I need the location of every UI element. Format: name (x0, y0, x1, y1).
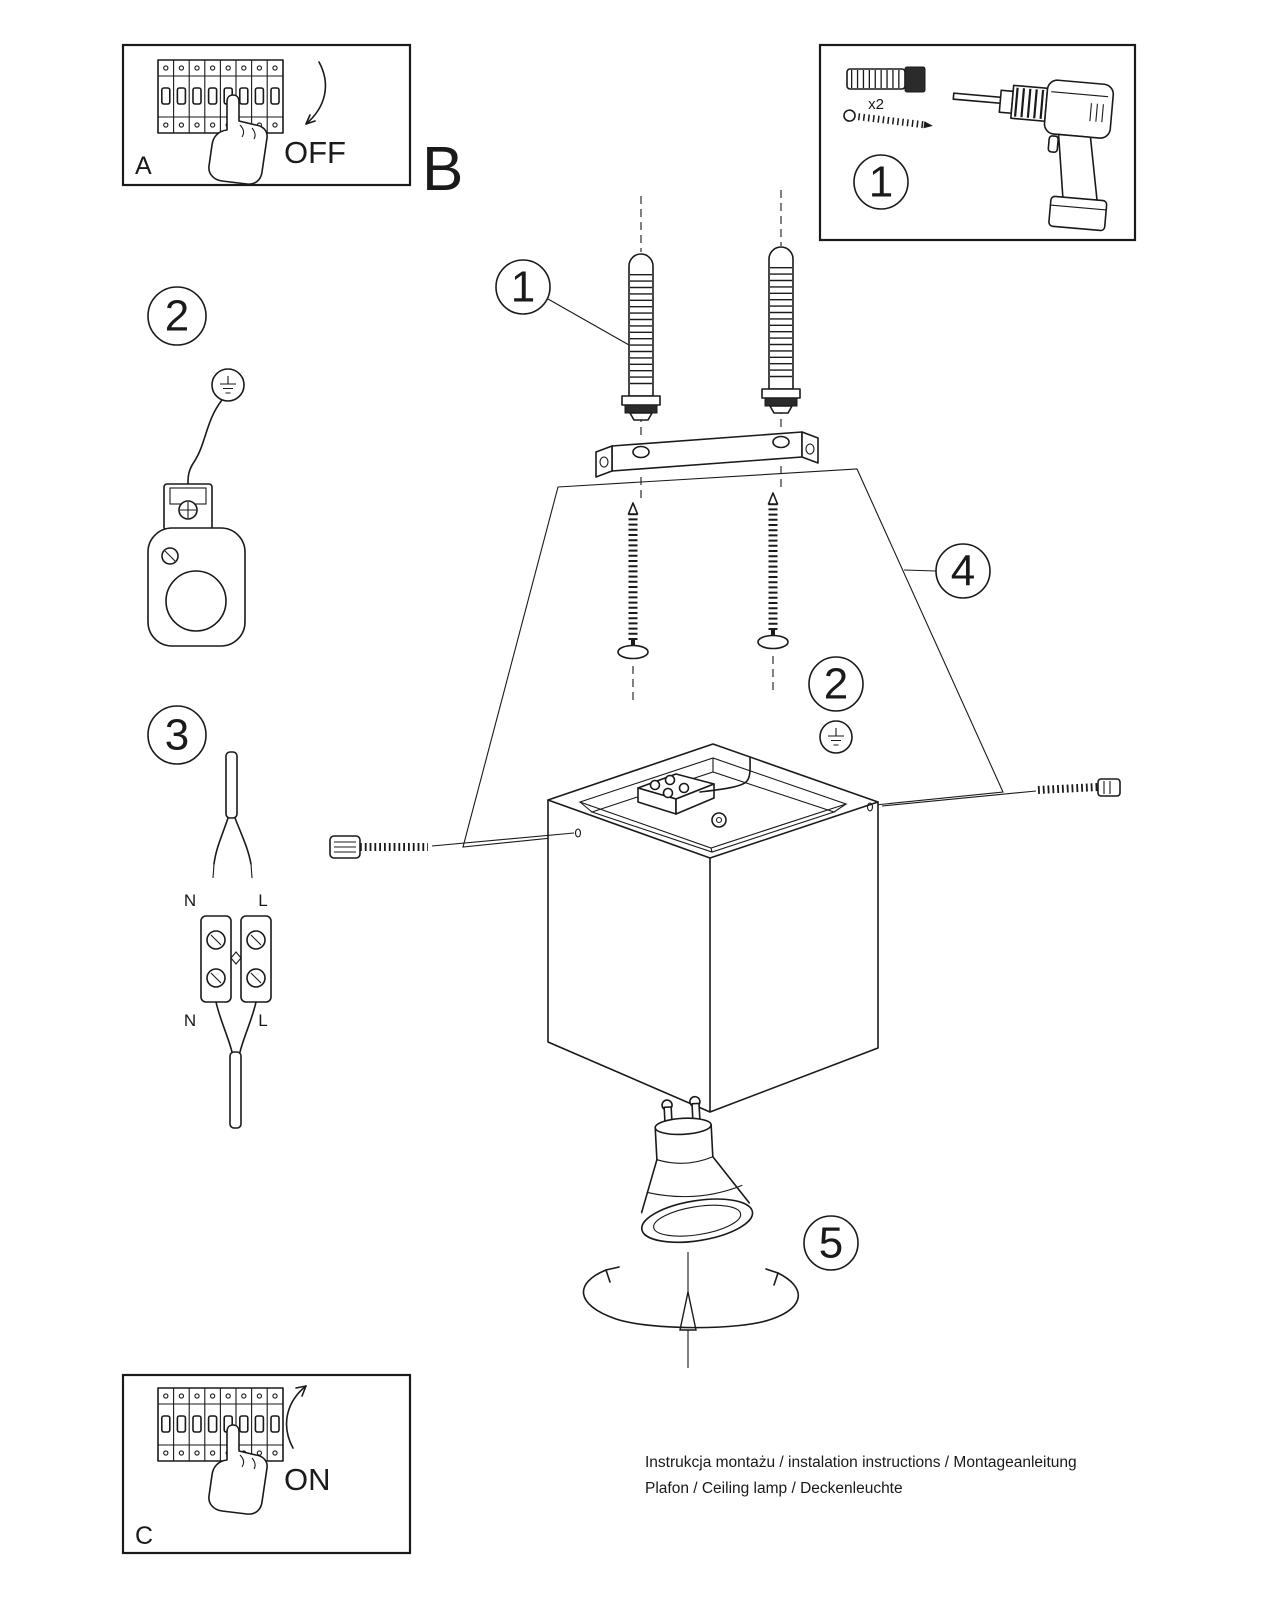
breaker-panel-a: OFF A (121, 43, 412, 187)
side-screw-left-icon (329, 832, 575, 859)
centerline-dashes (632, 190, 782, 702)
footer-line1: Instrukcja montażu / instalation instruc… (645, 1454, 1077, 1471)
panel-c-box (121, 1373, 412, 1555)
screw-icon (843, 109, 933, 129)
panel-c-label: C (135, 1522, 153, 1550)
wall-plug-icon (846, 66, 926, 93)
svg-text:2: 2 (824, 660, 848, 709)
ground-wire (699, 757, 751, 793)
anchor-plug-icon (622, 254, 660, 420)
ground-wire-left (187, 399, 223, 485)
callout-1-tools: 1 (853, 154, 909, 210)
l-label-bottom: L (258, 1011, 267, 1030)
side-hole-left (574, 828, 582, 838)
l-label-top: L (258, 891, 267, 910)
section-b-label: B (422, 135, 463, 204)
mounting-bracket (595, 431, 819, 478)
tools-panel-box (818, 43, 1137, 242)
bracket-screw-icon (618, 503, 648, 659)
n-label-bottom: N (184, 1011, 196, 1030)
tools-panel: x2 1 (818, 43, 1137, 242)
circuit-breaker-icon (157, 1387, 284, 1462)
svg-text:3: 3 (165, 711, 189, 760)
footer-line2: Plafon / Ceiling lamp / Deckenleuchte (645, 1480, 903, 1497)
circuit-breaker-icon (157, 59, 284, 134)
connector-block-icon (200, 915, 272, 1003)
n-label-top: N (184, 891, 196, 910)
panel-a-label: A (135, 152, 152, 180)
callout-4: 4 (903, 543, 991, 599)
svg-text:4: 4 (951, 547, 975, 596)
callout-2-main: 2 (808, 656, 864, 712)
callout-5: 5 (803, 1215, 859, 1271)
wire-split-top (212, 751, 253, 879)
anchor-quantity-label: x2 (868, 96, 884, 113)
gu10-bulb-icon (640, 1095, 754, 1244)
ground-symbol-icon (819, 720, 853, 754)
arrow-on-icon (285, 1385, 307, 1449)
step-2-detail: 2 (147, 286, 246, 647)
ceramic-socket-icon (147, 483, 246, 647)
ground-screw (711, 812, 727, 828)
svg-text:5: 5 (819, 1219, 843, 1268)
panel-a-box (121, 43, 412, 187)
rotation-arrows-icon (582, 1266, 800, 1329)
ground-symbol-icon (211, 368, 245, 402)
svg-text:2: 2 (165, 292, 189, 341)
callout-2-left: 2 (147, 286, 207, 346)
svg-text:1: 1 (511, 263, 535, 312)
mounting-plane (462, 468, 1004, 848)
bracket-screw-icon (758, 493, 788, 649)
side-hole-right (866, 802, 874, 812)
on-label: ON (284, 1462, 331, 1497)
drill-icon (952, 79, 1115, 232)
svg-text:1: 1 (869, 158, 893, 207)
insert-arrow-icon (679, 1291, 697, 1331)
off-label: OFF (284, 135, 346, 170)
step-3-detail: 3 N L N L (147, 705, 272, 1129)
breaker-panel-c: ON C (121, 1373, 412, 1555)
arrow-off-icon (305, 61, 327, 125)
anchor-plug-icon (762, 247, 800, 413)
wire-merge-bottom (215, 1001, 257, 1129)
callout-1-main: 1 (495, 259, 630, 346)
callout-3: 3 (147, 705, 207, 765)
exploded-view: 1 4 2 (329, 190, 1121, 1368)
lamp-body-cube (547, 743, 879, 1113)
side-screw-right-icon (881, 778, 1121, 807)
